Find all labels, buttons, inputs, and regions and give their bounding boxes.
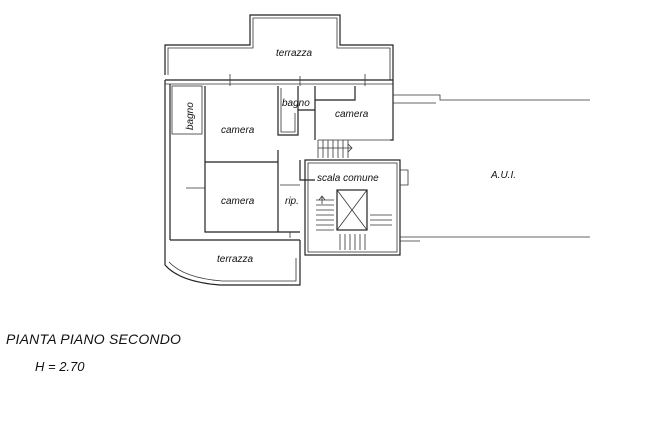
label-other-units: A.U.I. [490, 170, 516, 181]
label-terrace-bottom: terrazza [217, 254, 254, 265]
label-terrace-top: terrazza [276, 48, 313, 59]
terrace-bottom [164, 255, 301, 286]
adjacent-units [393, 94, 590, 242]
terrace-top [164, 14, 394, 80]
label-bath-left: bagno [185, 102, 196, 130]
label-storage: rip. [285, 196, 299, 207]
label-bedroom-top-right: camera [335, 109, 369, 120]
label-bedroom-top-left: camera [221, 125, 255, 136]
label-bath-center: bagno [282, 98, 310, 109]
common-stair [304, 139, 401, 256]
plan-title: PIANTA PIANO SECONDO [6, 331, 182, 347]
label-common-stair: scala comune [317, 173, 379, 184]
bath-left-walls [171, 85, 203, 135]
building-outline [164, 79, 394, 265]
ceiling-height: H = 2.70 [35, 359, 85, 374]
interior-walls [186, 74, 366, 238]
label-bedroom-bottom: camera [221, 196, 255, 207]
